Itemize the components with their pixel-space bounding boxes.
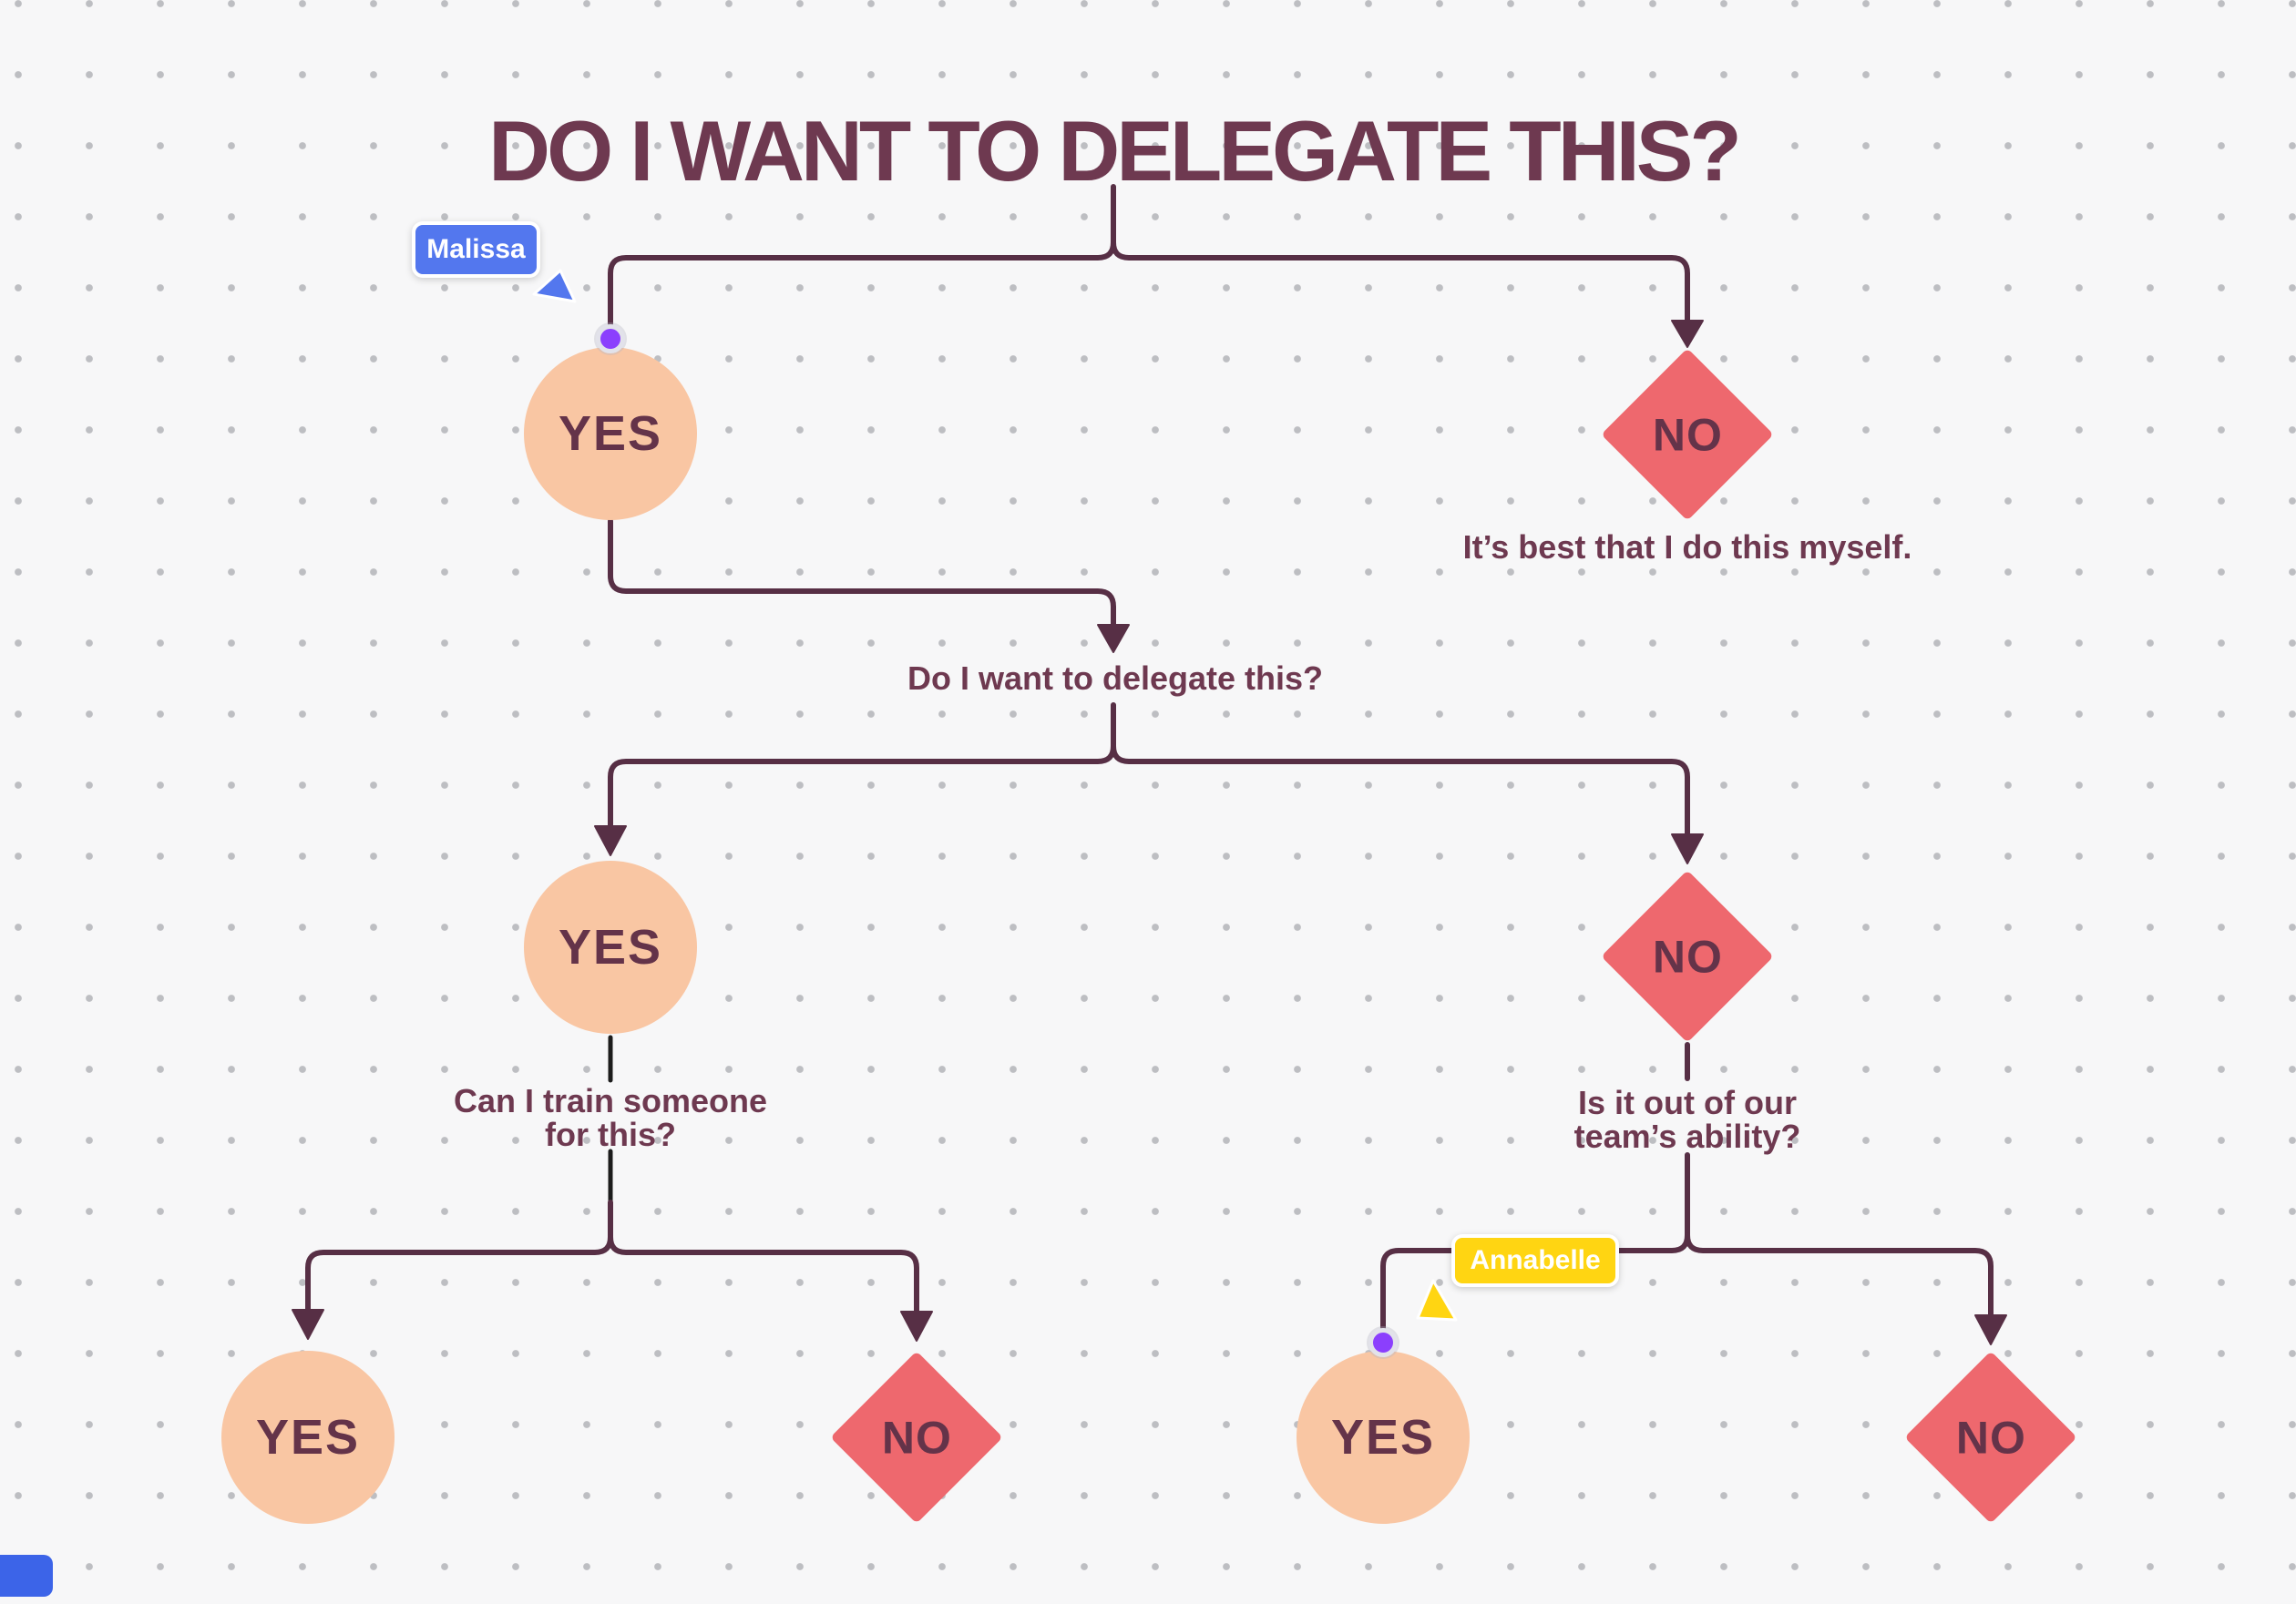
connector-question-to-no2: [1111, 743, 1690, 841]
arrowhead-no1: [1671, 320, 1704, 348]
corner-ui-fragment[interactable]: [0, 1555, 53, 1597]
malissa-cursor-label: Malissa: [412, 221, 540, 278]
arrowhead-no3-left: [900, 1311, 933, 1342]
connector-ability-to-no3-right: [1685, 1232, 1994, 1322]
node-yes-1[interactable]: YES: [524, 347, 697, 520]
annabelle-cursor-label: Annabelle: [1451, 1234, 1619, 1287]
connector-handle-annabelle: [1368, 1328, 1398, 1357]
connector-yes1-to-question: [608, 518, 1116, 631]
node-no-2-label: NO: [1652, 931, 1723, 982]
connector-title-to-yes1: [608, 184, 1116, 332]
node-yes-2-label: YES: [558, 920, 663, 975]
arrowhead-no2: [1671, 833, 1704, 864]
node-yes-1-label: YES: [558, 406, 663, 461]
node-yes-3-left-label: YES: [255, 1410, 361, 1465]
connector-train-to-no3-left: [608, 1234, 919, 1318]
node-yes-3-right[interactable]: YES: [1297, 1351, 1470, 1524]
note-do-it-myself[interactable]: It’s best that I do this myself.: [1462, 528, 1912, 566]
question-ability-line1: Is it out of our: [1578, 1084, 1797, 1121]
malissa-name: Malissa: [426, 234, 526, 264]
annabelle-name: Annabelle: [1470, 1245, 1601, 1275]
question-ability[interactable]: Is it out of our team’s ability?: [1574, 1086, 1801, 1153]
node-yes-3-left[interactable]: YES: [221, 1351, 395, 1524]
connector-question-to-yes2: [608, 702, 1116, 833]
node-no-3-left-label: NO: [881, 1412, 952, 1463]
question-train[interactable]: Can I train someone for this?: [454, 1084, 767, 1151]
connector-title-to-no1: [1111, 240, 1690, 327]
arrowhead-yes3-left: [292, 1309, 324, 1340]
connector-train-to-yes3-left: [305, 1200, 613, 1316]
question-train-line2: for this?: [545, 1116, 676, 1153]
node-yes-3-right-label: YES: [1330, 1410, 1436, 1465]
node-no-1-label: NO: [1652, 409, 1723, 460]
arrowhead-yes2: [594, 825, 627, 856]
annabelle-cursor-icon: [1416, 1279, 1458, 1322]
question-train-line1: Can I train someone: [453, 1082, 768, 1119]
node-yes-2[interactable]: YES: [524, 861, 697, 1034]
arrowhead-no3-right: [1974, 1314, 2007, 1345]
arrowhead-question2: [1097, 624, 1130, 653]
malissa-cursor-icon: [532, 269, 577, 303]
question-delegate[interactable]: Do I want to delegate this?: [907, 659, 1324, 697]
node-no-3-right-label: NO: [1955, 1412, 2026, 1463]
connector-handle-malissa: [596, 324, 625, 353]
question-ability-line2: team’s ability?: [1573, 1118, 1801, 1155]
page-title[interactable]: DO I WANT TO DELEGATE THIS?: [488, 103, 1742, 199]
